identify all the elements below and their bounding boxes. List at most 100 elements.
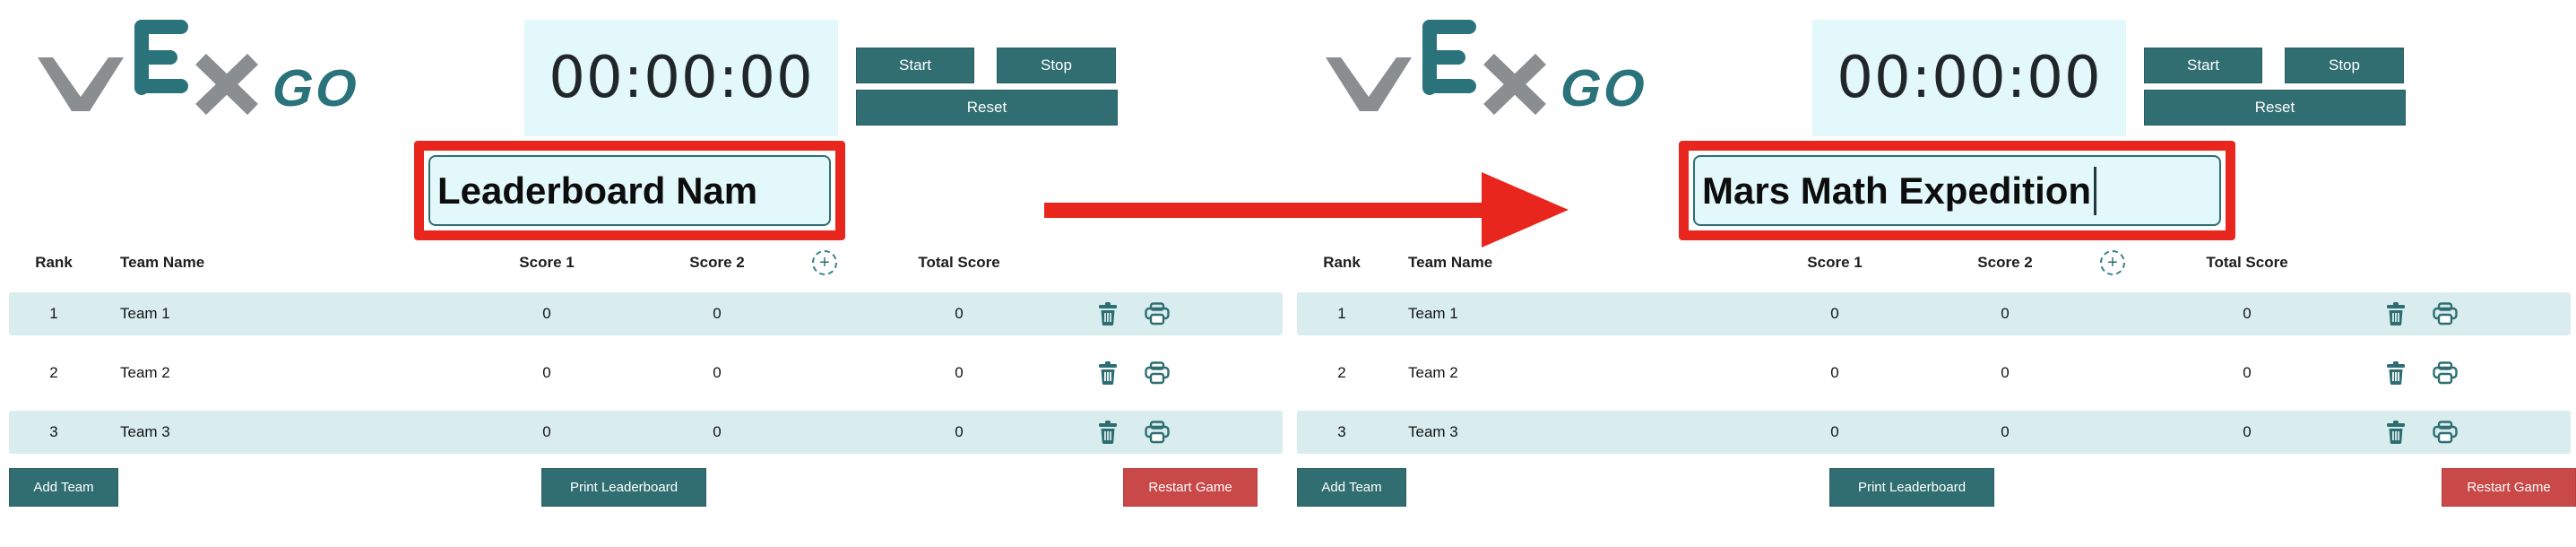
stop-button[interactable]: Stop — [997, 48, 1116, 83]
restart-game-button[interactable]: Restart Game — [1123, 468, 1258, 507]
stop-button[interactable]: Stop — [2285, 48, 2404, 83]
add-score-column-icon[interactable]: + — [2100, 250, 2125, 275]
total-score-cell: 0 — [955, 305, 964, 322]
print-leaderboard-button[interactable]: Print Leaderboard — [1829, 468, 1994, 507]
header-score1: Score 1 — [519, 254, 575, 271]
timer-display: 00:00:00 — [524, 20, 838, 136]
leaderboard-table: Rank Team Name Score 1 Score 2 + Total S… — [9, 249, 1283, 454]
total-score-cell: 0 — [955, 423, 964, 440]
team-name-cell[interactable]: Team 3 — [1408, 423, 1458, 440]
timer-value: 00:00:00 — [1837, 45, 2102, 111]
header-total-score: Total Score — [918, 254, 1000, 271]
score1-cell[interactable]: 0 — [542, 305, 551, 322]
leaderboard-name-value: Mars Math Expedition — [1702, 169, 2092, 212]
printer-icon — [1145, 421, 1170, 444]
leaderboard-table: Rank Team Name Score 1 Score 2 + Total S… — [1297, 249, 2571, 454]
leaderboard-name-input[interactable]: Leaderboard Nam — [428, 155, 831, 226]
reset-button[interactable]: Reset — [2144, 90, 2406, 126]
print-leaderboard-button[interactable]: Print Leaderboard — [541, 468, 706, 507]
team-name-cell[interactable]: Team 1 — [120, 305, 170, 322]
rank-cell: 3 — [49, 423, 58, 440]
table-row: 3 Team 3 0 0 0 — [1297, 411, 2571, 454]
team-name-cell[interactable]: Team 2 — [120, 364, 170, 381]
score2-cell[interactable]: 0 — [2001, 423, 2010, 440]
header-total-score: Total Score — [2206, 254, 2288, 271]
header-score2: Score 2 — [689, 254, 745, 271]
vex-logo-icon — [1326, 20, 1546, 116]
restart-game-button[interactable]: Restart Game — [2442, 468, 2576, 507]
delete-team-button[interactable] — [1098, 302, 1118, 326]
print-team-button[interactable] — [2433, 421, 2458, 444]
header-rank: Rank — [1323, 254, 1361, 271]
printer-icon — [1145, 361, 1170, 385]
delete-team-button[interactable] — [2386, 361, 2406, 385]
score2-cell[interactable]: 0 — [713, 364, 722, 381]
add-score-column-icon[interactable]: + — [812, 250, 837, 275]
print-team-button[interactable] — [1145, 302, 1170, 326]
team-name-cell[interactable]: Team 2 — [1408, 364, 1458, 381]
leaderboard-panel-after: GO 00:00:00 Start Stop Reset Mars Math E… — [1288, 0, 2576, 547]
printer-icon — [1145, 302, 1170, 326]
start-button[interactable]: Start — [856, 48, 974, 83]
print-team-button[interactable] — [2433, 361, 2458, 385]
print-team-button[interactable] — [1145, 421, 1170, 444]
table-row: 2 Team 2 0 0 0 — [1297, 352, 2571, 395]
print-team-button[interactable] — [1145, 361, 1170, 385]
print-team-button[interactable] — [2433, 302, 2458, 326]
delete-team-button[interactable] — [2386, 302, 2406, 326]
delete-team-button[interactable] — [1098, 421, 1118, 444]
logo-go-text: GO — [1558, 59, 1649, 117]
score1-cell[interactable]: 0 — [1830, 423, 1839, 440]
score1-cell[interactable]: 0 — [542, 364, 551, 381]
score2-cell[interactable]: 0 — [713, 423, 722, 440]
printer-icon — [2433, 361, 2458, 385]
rank-cell: 1 — [1337, 305, 1346, 322]
rank-cell: 3 — [1337, 423, 1346, 440]
delete-team-button[interactable] — [2386, 421, 2406, 444]
team-name-cell[interactable]: Team 3 — [120, 423, 170, 440]
vex-logo-icon — [38, 20, 258, 116]
score2-cell[interactable]: 0 — [2001, 305, 2010, 322]
total-score-cell: 0 — [2243, 305, 2252, 322]
header-rank: Rank — [35, 254, 73, 271]
score2-cell[interactable]: 0 — [713, 305, 722, 322]
table-row: 3 Team 3 0 0 0 — [9, 411, 1283, 454]
total-score-cell: 0 — [2243, 423, 2252, 440]
header-score2: Score 2 — [1977, 254, 2033, 271]
header-score1: Score 1 — [1807, 254, 1863, 271]
timer-display: 00:00:00 — [1812, 20, 2126, 136]
leaderboard-panel-before: GO 00:00:00 Start Stop Reset Leaderboard… — [9, 16, 1283, 507]
team-name-cell[interactable]: Team 1 — [1408, 305, 1458, 322]
add-team-button[interactable]: Add Team — [1297, 468, 1406, 507]
score1-cell[interactable]: 0 — [1830, 364, 1839, 381]
rank-cell: 2 — [1337, 364, 1346, 381]
table-header-row: Rank Team Name Score 1 Score 2 + Total S… — [1297, 249, 2571, 276]
total-score-cell: 0 — [955, 364, 964, 381]
table-row: 1 Team 1 0 0 0 — [9, 292, 1283, 335]
transition-arrow-icon — [1044, 172, 1569, 247]
add-team-button[interactable]: Add Team — [9, 468, 118, 507]
score1-cell[interactable]: 0 — [1830, 305, 1839, 322]
total-score-cell: 0 — [2243, 364, 2252, 381]
score1-cell[interactable]: 0 — [542, 423, 551, 440]
vex-go-logo: GO — [36, 16, 361, 117]
text-cursor — [2094, 166, 2097, 215]
reset-button[interactable]: Reset — [856, 90, 1118, 126]
start-button[interactable]: Start — [2144, 48, 2262, 83]
table-body: 1 Team 1 0 0 0 — [9, 292, 1283, 454]
delete-team-button[interactable] — [1098, 361, 1118, 385]
leaderboard-name-highlight: Mars Math Expedition — [1679, 141, 2235, 240]
trash-icon — [2387, 302, 2405, 326]
rank-cell: 1 — [49, 305, 58, 322]
rank-cell: 2 — [49, 364, 58, 381]
table-header-row: Rank Team Name Score 1 Score 2 + Total S… — [9, 249, 1283, 276]
header-team-name: Team Name — [120, 254, 205, 271]
table-row: 1 Team 1 0 0 0 — [1297, 292, 2571, 335]
trash-icon — [2387, 421, 2405, 444]
printer-icon — [2433, 421, 2458, 444]
leaderboard-name-input[interactable]: Mars Math Expedition — [1693, 155, 2221, 226]
timer-value: 00:00:00 — [549, 45, 814, 111]
score2-cell[interactable]: 0 — [2001, 364, 2010, 381]
table-row: 2 Team 2 0 0 0 — [9, 352, 1283, 395]
